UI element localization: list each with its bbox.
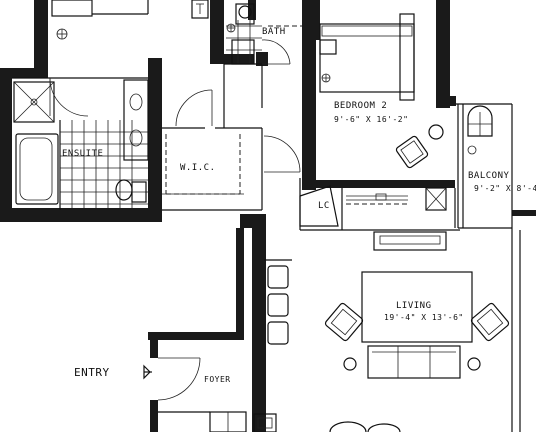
living-room: LIVING 19'-4" X 13'-6" [267,231,510,432]
top-left-room [51,0,149,40]
bath-label: BATH [262,27,286,37]
balcony-label: BALCONY [468,171,510,181]
ensuite-room [13,77,149,208]
chair [267,321,289,345]
side-table [428,124,444,140]
living-label: LIVING [396,301,432,311]
living-size: 19'-4" X 13'-6" [384,313,464,322]
bedroom2-label: BEDROOM 2 [334,101,387,111]
entry-area: ENTRY FOYER [74,357,277,432]
shower [13,81,55,123]
appliance [253,413,277,432]
tile-grid [60,120,148,208]
side-table [343,357,357,371]
armchair-icon [324,302,364,342]
foyer-label: FOYER [204,375,231,384]
tv-console [373,231,447,251]
vanity [123,79,149,161]
bedroom2-room: BEDROOM 2 9'-6" X 16'-2" [319,13,444,169]
mechanical-box [425,187,447,211]
chair [267,265,289,289]
bath-room: BATH [191,0,302,65]
wic-room: W.I.C. ENSUITE [62,89,301,195]
balcony-chair [467,105,493,137]
nightstand [319,39,337,55]
wic-label: W.I.C. [180,163,216,173]
entry-label: ENTRY [74,366,110,379]
bedroom2-size: 9'-6" X 16'-2" [334,115,408,124]
sofa [367,345,461,379]
side-table [467,357,481,371]
rug [361,271,473,343]
bathtub [15,133,59,205]
linen-closet: LC [299,185,447,227]
lc-label: LC [318,201,330,211]
armchair-icon [395,135,429,169]
ensuite-label: ENSUITE [62,149,103,159]
balcony-area: BALCONY 9'-2" X 8'-4" [467,105,536,193]
armchair-icon [470,302,510,342]
toilet-icon [235,3,255,25]
chair [267,293,289,317]
sink-icon [129,93,143,111]
sink-icon [129,129,143,147]
balcony-size: 9'-2" X 8'-4" [474,184,536,193]
